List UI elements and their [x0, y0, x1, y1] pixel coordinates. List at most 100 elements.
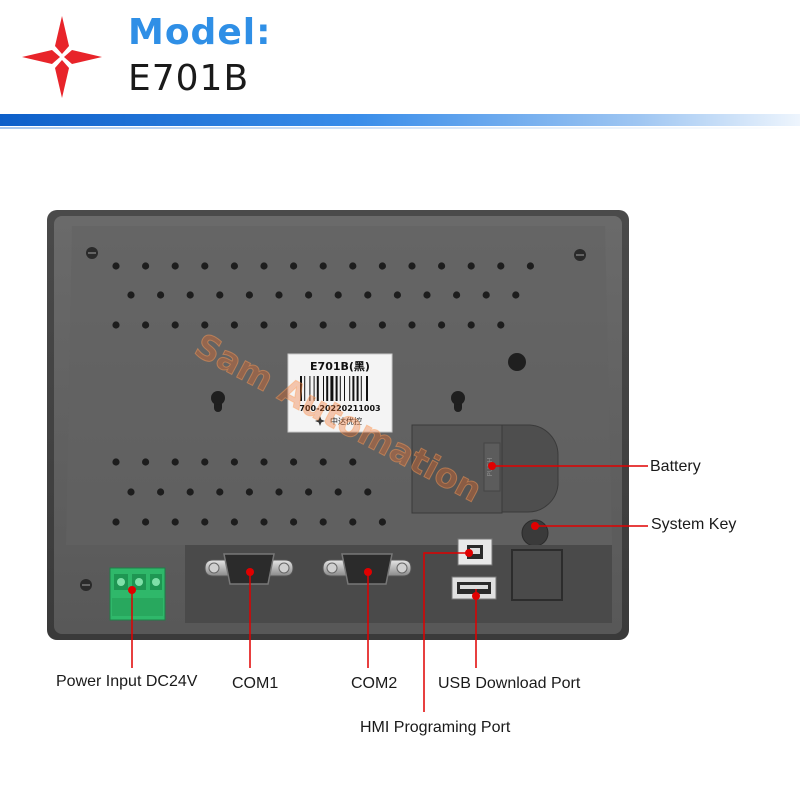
sticker-serial: 700-20220211003	[299, 404, 380, 413]
vent-hole	[497, 321, 505, 329]
vent-hole	[290, 458, 298, 466]
barcode-bar	[349, 376, 351, 401]
vent-hole	[526, 262, 535, 270]
vent-hole	[186, 291, 194, 299]
vent-hole	[319, 518, 327, 526]
vent-hole	[438, 321, 446, 329]
vent-hole	[334, 291, 342, 299]
usb-a-port	[451, 576, 497, 600]
barcode-bar	[366, 376, 368, 401]
vent-hole	[378, 518, 386, 526]
com2-port	[322, 553, 412, 585]
vent-hole	[186, 488, 194, 496]
model-value: E701B	[128, 58, 250, 99]
round-hole	[508, 353, 526, 371]
vent-hole	[349, 262, 357, 270]
vent-hole	[260, 321, 268, 329]
vent-hole	[230, 262, 238, 270]
vent-hole	[260, 262, 268, 270]
vent-hole	[171, 518, 179, 526]
barcode-bar	[304, 376, 306, 401]
header: Model: E701B	[0, 0, 800, 130]
vent-hole	[171, 458, 179, 466]
vent-hole	[201, 518, 209, 526]
vent-hole	[482, 291, 490, 299]
vent-hole	[127, 488, 135, 496]
ethernet-slot	[511, 549, 563, 601]
model-label: Model:	[128, 12, 272, 53]
vent-hole	[112, 518, 120, 526]
vent-hole	[408, 262, 416, 270]
barcode-bar	[339, 376, 341, 401]
vent-hole	[127, 291, 135, 299]
vent-hole	[305, 291, 313, 299]
vent-hole	[245, 291, 253, 299]
vent-hole	[230, 518, 238, 526]
usb-b-port	[457, 538, 493, 566]
vent-hole	[201, 458, 209, 466]
vent-hole	[216, 488, 224, 496]
vent-holes	[112, 262, 535, 526]
barcode-bar	[352, 376, 355, 401]
vent-hole	[245, 488, 253, 496]
vent-hole	[112, 458, 120, 466]
barcode-bar	[360, 376, 362, 401]
vent-hole	[201, 321, 209, 329]
barcode-bar	[335, 376, 338, 401]
callout-lines	[131, 465, 648, 712]
vent-hole	[408, 321, 416, 329]
com1-label: COM1	[232, 675, 279, 692]
barcode-bar	[316, 376, 319, 401]
keyhole-icons	[211, 391, 465, 412]
vent-hole	[497, 262, 505, 270]
vent-hole	[349, 458, 357, 466]
vent-hole	[171, 321, 179, 329]
vent-hole	[142, 321, 150, 329]
vent-hole	[171, 262, 179, 270]
header-stripe-thin	[0, 127, 800, 129]
barcode-bar	[323, 376, 324, 401]
callout-dot-icons	[128, 462, 539, 600]
battery-compartment: PUSH	[411, 424, 559, 514]
vent-hole	[201, 262, 209, 270]
vent-hole	[319, 458, 327, 466]
com2-label: COM2	[351, 675, 398, 692]
vent-hole	[305, 488, 313, 496]
vent-hole	[142, 458, 150, 466]
vent-hole	[467, 321, 475, 329]
vent-hole	[275, 291, 283, 299]
barcode-bar	[309, 376, 311, 401]
vent-hole	[393, 291, 401, 299]
vent-hole	[157, 291, 165, 299]
vent-hole	[453, 291, 461, 299]
barcode-bar	[344, 376, 345, 401]
vent-hole	[319, 321, 327, 329]
battery-label: Battery	[650, 458, 701, 475]
vent-hole	[438, 262, 446, 270]
vent-hole	[467, 262, 475, 270]
vent-hole	[112, 262, 120, 270]
sticker-title: E701B(黑)	[310, 360, 370, 373]
vent-hole	[216, 291, 224, 299]
vent-hole	[142, 518, 150, 526]
vent-hole	[230, 321, 238, 329]
barcode-bar	[300, 376, 302, 401]
vent-hole	[260, 458, 268, 466]
vent-hole	[319, 262, 327, 270]
barcode-bar	[356, 376, 359, 401]
hmi-programming-label: HMI Programing Port	[360, 719, 511, 736]
vent-hole	[275, 488, 283, 496]
sticker-logo-icon	[315, 416, 325, 426]
vent-hole	[423, 291, 431, 299]
barcode	[300, 376, 368, 401]
vent-hole	[290, 262, 298, 270]
system-key-label: System Key	[651, 516, 737, 533]
vent-hole	[290, 518, 298, 526]
vent-hole	[157, 488, 165, 496]
vent-hole	[364, 488, 372, 496]
vent-hole	[378, 262, 386, 270]
vent-hole	[112, 321, 120, 329]
vent-hole	[290, 321, 298, 329]
vent-hole	[142, 262, 150, 270]
